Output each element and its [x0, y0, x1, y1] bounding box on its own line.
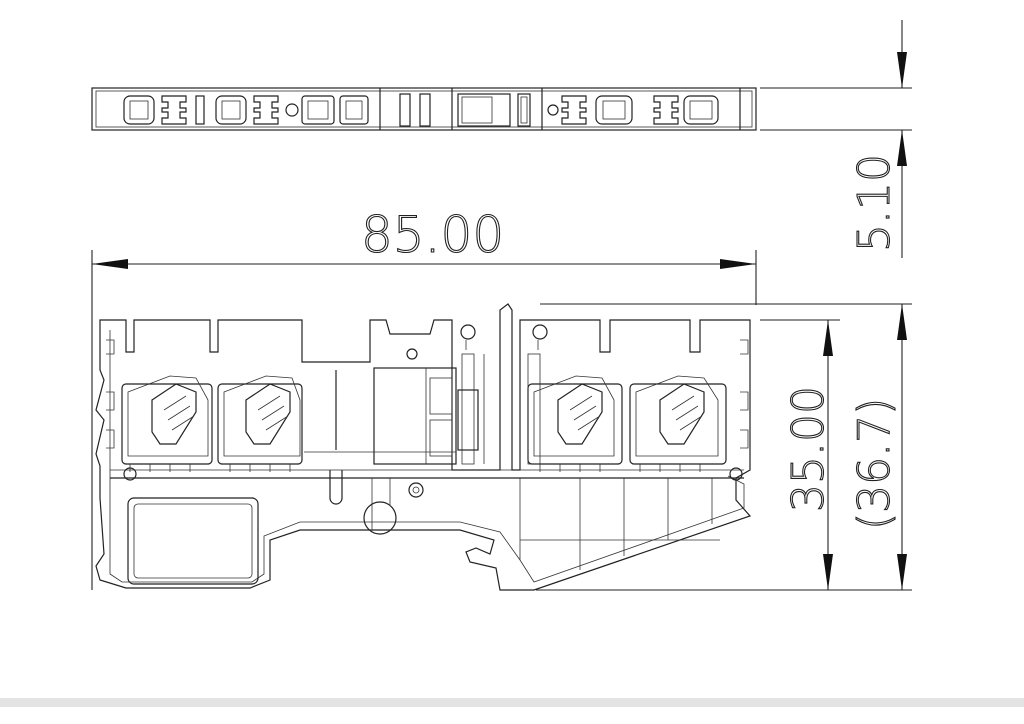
clamp-terminal-3	[527, 375, 623, 465]
dimension-label-body-height: 35.00	[783, 386, 834, 512]
arrow-left-icon	[92, 259, 128, 269]
clamp-terminal-1	[121, 375, 213, 481]
clamp-terminal-2	[217, 375, 303, 465]
footer-divider	[0, 698, 1024, 707]
center-module	[304, 348, 479, 535]
arrow-down-icon	[897, 52, 907, 88]
dimension-label-length: 85.00	[361, 206, 504, 264]
arrow-down-icon	[897, 554, 907, 590]
dimension-label-thickness: 5.10	[849, 154, 900, 252]
clamp-terminal-4	[629, 375, 743, 481]
side-view	[95, 303, 752, 591]
dimension-thickness: 5.10	[760, 20, 912, 258]
separator-detail	[460, 324, 548, 465]
dimension-label-total-height: (36.7)	[849, 398, 900, 530]
top-view	[91, 87, 757, 131]
dimension-length: 85.00	[91, 205, 757, 590]
dimension-heights: 35.00 (36.7)	[536, 303, 912, 591]
arrow-right-icon	[720, 259, 756, 269]
arrow-up-icon	[897, 130, 907, 166]
arrow-down-icon	[823, 554, 833, 590]
arrow-up-icon	[823, 320, 833, 356]
arrow-up-icon	[897, 304, 907, 340]
